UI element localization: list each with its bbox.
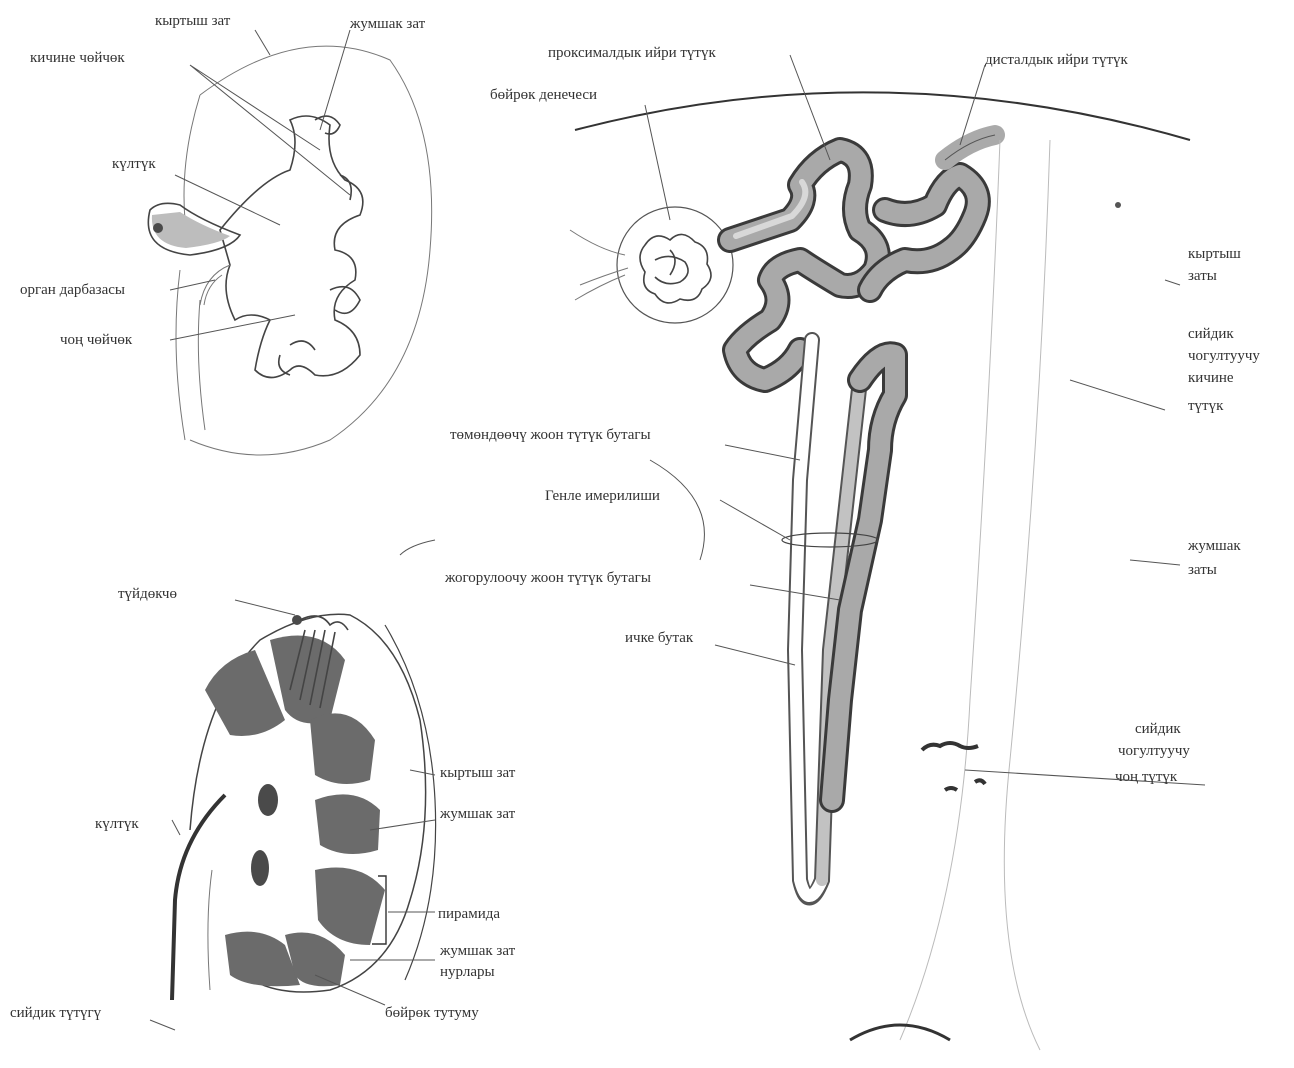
top-ureter-fill: [152, 212, 230, 248]
label-minor-duct-4: түтүк: [1188, 398, 1224, 414]
top-kidney-section: [148, 46, 431, 455]
label-pyramid: пирамида: [438, 906, 500, 922]
sinus-cavity-1: [258, 784, 278, 816]
label-distal: дисталдык ийри түтүк: [985, 52, 1129, 68]
sinus-cavity-2: [251, 850, 269, 886]
label-minor-duct-3: кичине: [1188, 370, 1234, 386]
label-henle: Генле имерилиши: [545, 488, 660, 504]
label-bottom-pelvis: күлтүк: [95, 816, 139, 832]
label-ascending: жогорулоочу жоон түтүк бутагы: [444, 570, 651, 586]
top-kidney-outline-left: [184, 95, 200, 220]
label-top-pelvis: күлтүк: [112, 156, 156, 172]
label-major-duct-2: чогултуучу: [1118, 743, 1190, 759]
label-nephron-cortex-1: кыртыш: [1188, 246, 1241, 262]
pyramid-5: [315, 868, 385, 946]
duct-opening: [850, 1025, 950, 1040]
label-descending: төмөндөөчү жоон түтүк бутагы: [450, 427, 651, 443]
nephron-diagram: [570, 92, 1190, 1050]
label-bottom-cortex: кыртыш зат: [440, 765, 516, 781]
glomerulus: [640, 234, 711, 303]
label-adrenal: түйдөкчө: [118, 586, 177, 602]
duct-dot: [1115, 202, 1121, 208]
label-hilum: орган дарбазасы: [20, 282, 125, 298]
top-hilum-vessels: [176, 265, 230, 440]
corpuscle-arterioles: [570, 230, 628, 300]
label-major-duct-1: сийдик: [1135, 721, 1181, 737]
top-calyx-cups: [279, 116, 360, 375]
pyramid-3: [310, 713, 375, 784]
label-major-duct-3: чоң түтүк: [1115, 769, 1178, 785]
leader-lines: [150, 30, 1205, 1030]
label-nephron-medulla-2: заты: [1188, 562, 1217, 578]
bottom-ureter-inner: [208, 870, 212, 990]
label-minor-duct-1: сийдик: [1188, 326, 1234, 342]
bottom-ureter: [172, 795, 225, 1000]
pyramid-1: [205, 650, 285, 736]
label-renal-column: бөйрөк тутуму: [385, 1005, 479, 1021]
duct-mark-2: [945, 780, 985, 790]
labels: кыртыш зат жумшак зат кичине чөйчөк күлт…: [10, 13, 1260, 1021]
label-nephron-medulla-1: жумшак: [1187, 538, 1241, 554]
loop-of-henle: [782, 340, 895, 898]
pyramid-2: [270, 636, 345, 724]
label-minor-calyx: кичине чөйчөк: [30, 50, 125, 66]
label-nephron-cortex-2: заты: [1188, 268, 1217, 284]
label-corpuscle: бөйрөк денечеси: [490, 87, 597, 103]
label-medullary-rays-1: жумшак зат: [439, 943, 516, 959]
label-proximal: проксималдык ийри түтүк: [548, 45, 716, 61]
label-major-calyx: чоң чөйчөк: [60, 332, 133, 348]
label-top-medulla: жумшак зат: [349, 16, 426, 32]
collecting-duct-left: [900, 140, 1000, 1040]
label-minor-duct-2: чогултуучу: [1188, 348, 1260, 364]
nephron-cortex-arc: [575, 92, 1190, 140]
pyramid-4: [315, 794, 380, 854]
distal-tubule: [870, 135, 995, 290]
top-ureter-lumen: [153, 223, 163, 233]
duct-mark-1: [922, 743, 978, 750]
collecting-duct-right: [1004, 140, 1050, 1050]
label-bottom-medulla: жумшак зат: [439, 806, 516, 822]
top-renal-pelvis: [220, 116, 363, 378]
label-ureter: сийдик түтүгү: [10, 1005, 102, 1021]
label-medullary-rays-2: нурлары: [440, 964, 495, 980]
label-thin: ичке бутак: [625, 630, 694, 646]
bottom-capsule: [385, 625, 436, 980]
label-top-cortex: кыртыш зат: [155, 13, 231, 29]
bottom-kidney-section: [172, 614, 436, 1000]
